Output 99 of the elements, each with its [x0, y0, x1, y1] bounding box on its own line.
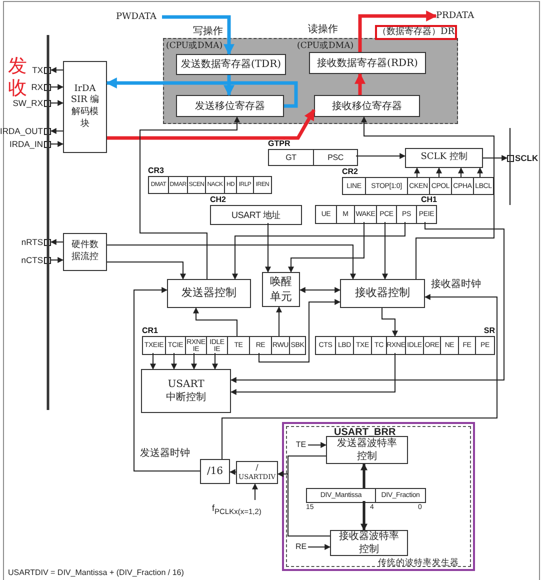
- arrow: [224, 75, 234, 96]
- signal-label: f$_{PCLKx(x=1,2)}$: [212, 500, 278, 516]
- arrow: [134, 287, 200, 472]
- arrow: [106, 78, 298, 108]
- baud-rate-panel: [282, 422, 475, 571]
- flow-control-block: 硬件数据流控: [63, 233, 107, 271]
- signal-label: RE: [294, 542, 308, 552]
- register-name: GTPR: [268, 139, 290, 149]
- pin-label: nRTS: [21, 237, 43, 247]
- operation-label: 读操作: [308, 22, 338, 36]
- arrow: [50, 239, 64, 245]
- pin-label: nCTS: [21, 255, 43, 265]
- arrow: [414, 167, 420, 178]
- arrow: [436, 167, 442, 178]
- arrow: [354, 72, 366, 95]
- region-label: (CPU或DMA): [297, 41, 354, 52]
- arrow: [50, 128, 64, 134]
- control-block: 发送器控制: [167, 279, 251, 308]
- arrow: [482, 155, 508, 161]
- arrow: [258, 299, 341, 362]
- arrow: [232, 222, 406, 280]
- direction-label: 发: [8, 55, 27, 77]
- signal-label: TE: [294, 440, 308, 450]
- arrow: [50, 84, 64, 90]
- register-name: SR: [484, 326, 495, 336]
- arrow: [360, 501, 368, 531]
- arrow: [277, 471, 330, 536]
- arrow: [107, 109, 316, 140]
- arrow: [382, 222, 388, 280]
- control-block: 接收器波特率控制: [330, 530, 408, 556]
- arrow: [299, 287, 341, 293]
- arrow: [230, 222, 504, 383]
- arrow: [50, 141, 64, 147]
- register-name: CR3: [148, 166, 164, 176]
- edge-label: 接收器时钟: [431, 279, 481, 291]
- interrupt-block: [141, 369, 231, 413]
- register-name: CH2: [210, 195, 226, 205]
- arrow: [308, 442, 327, 448]
- edge-label: 发送器时钟: [140, 448, 190, 460]
- arrow: [356, 153, 406, 159]
- arrow: [458, 167, 464, 178]
- codec-block: IrDA SIR 编解码模块: [63, 61, 107, 153]
- arrow: [222, 294, 498, 460]
- pin-label: SW_RX: [12, 98, 43, 108]
- register-name: CH1: [420, 195, 437, 205]
- region-label: (CPU或DMA): [166, 41, 223, 52]
- arrow: [191, 352, 197, 370]
- arrow: [106, 244, 356, 280]
- arrow: [360, 463, 368, 488]
- arrow: [171, 352, 177, 370]
- arrow: [382, 308, 398, 337]
- arrow: [50, 67, 64, 73]
- arrow: [252, 483, 258, 500]
- arrow: [477, 167, 483, 178]
- block-label: USART: [168, 378, 204, 391]
- arrow: [358, 10, 438, 52]
- arrow: [150, 352, 156, 370]
- arrow: [162, 15, 234, 56]
- arrow: [212, 352, 218, 370]
- arrow: [361, 116, 494, 280]
- arrow: [308, 544, 331, 550]
- wakeup-block: 唤醒单元: [262, 272, 300, 307]
- pin-label: RX: [31, 82, 43, 92]
- register-bit: PSC: [313, 150, 357, 165]
- pin-label: IRDA_IN: [9, 139, 43, 149]
- arrow: [230, 352, 396, 395]
- operation-label: 写操作: [193, 25, 223, 38]
- signal-label: PRDATA: [436, 10, 484, 22]
- region-label: 传统的波特率发生器: [378, 558, 459, 570]
- control-block: 发送器波特率控制: [326, 436, 408, 464]
- arrow: [193, 307, 238, 336]
- formula-text: USARTDIV = DIV_Mantissa + (DIV_Fraction / 16): [8, 568, 184, 577]
- direction-label: 收: [8, 77, 27, 99]
- pin-label: IRDA_OUT: [0, 126, 43, 136]
- register-box: 发送数据寄存器(TDR): [176, 54, 286, 75]
- dashed-region: [163, 38, 458, 124]
- register-box: 发送移位寄存器: [176, 95, 284, 117]
- arrow: [50, 257, 64, 263]
- arrow: [229, 469, 236, 475]
- signal-label: PWDATA: [116, 11, 162, 23]
- register-box: 接收数据寄存器(RDR): [309, 52, 426, 74]
- panel-title: USART_BRR: [334, 426, 396, 438]
- pin-label: SCLK: [515, 153, 538, 163]
- register-bit: GT: [284, 152, 298, 164]
- register-name: CR1: [142, 326, 158, 336]
- block-label: 中断控制: [166, 391, 206, 404]
- arrow: [288, 222, 364, 273]
- register-name: CR2: [342, 167, 358, 177]
- register-bit: USART 地址: [230, 208, 282, 222]
- arrow: [265, 222, 271, 273]
- arrow: [276, 306, 282, 336]
- arrow: [106, 262, 186, 280]
- highlight-box: （数据寄存器）DR: [375, 25, 457, 40]
- register-box: 接收移位寄存器: [314, 95, 420, 117]
- control-block: SCLK 控制: [405, 148, 483, 168]
- pin-label: TX: [32, 65, 43, 75]
- arrow: [50, 100, 64, 106]
- arrow: [140, 116, 240, 280]
- control-block: 接收器控制: [340, 279, 425, 308]
